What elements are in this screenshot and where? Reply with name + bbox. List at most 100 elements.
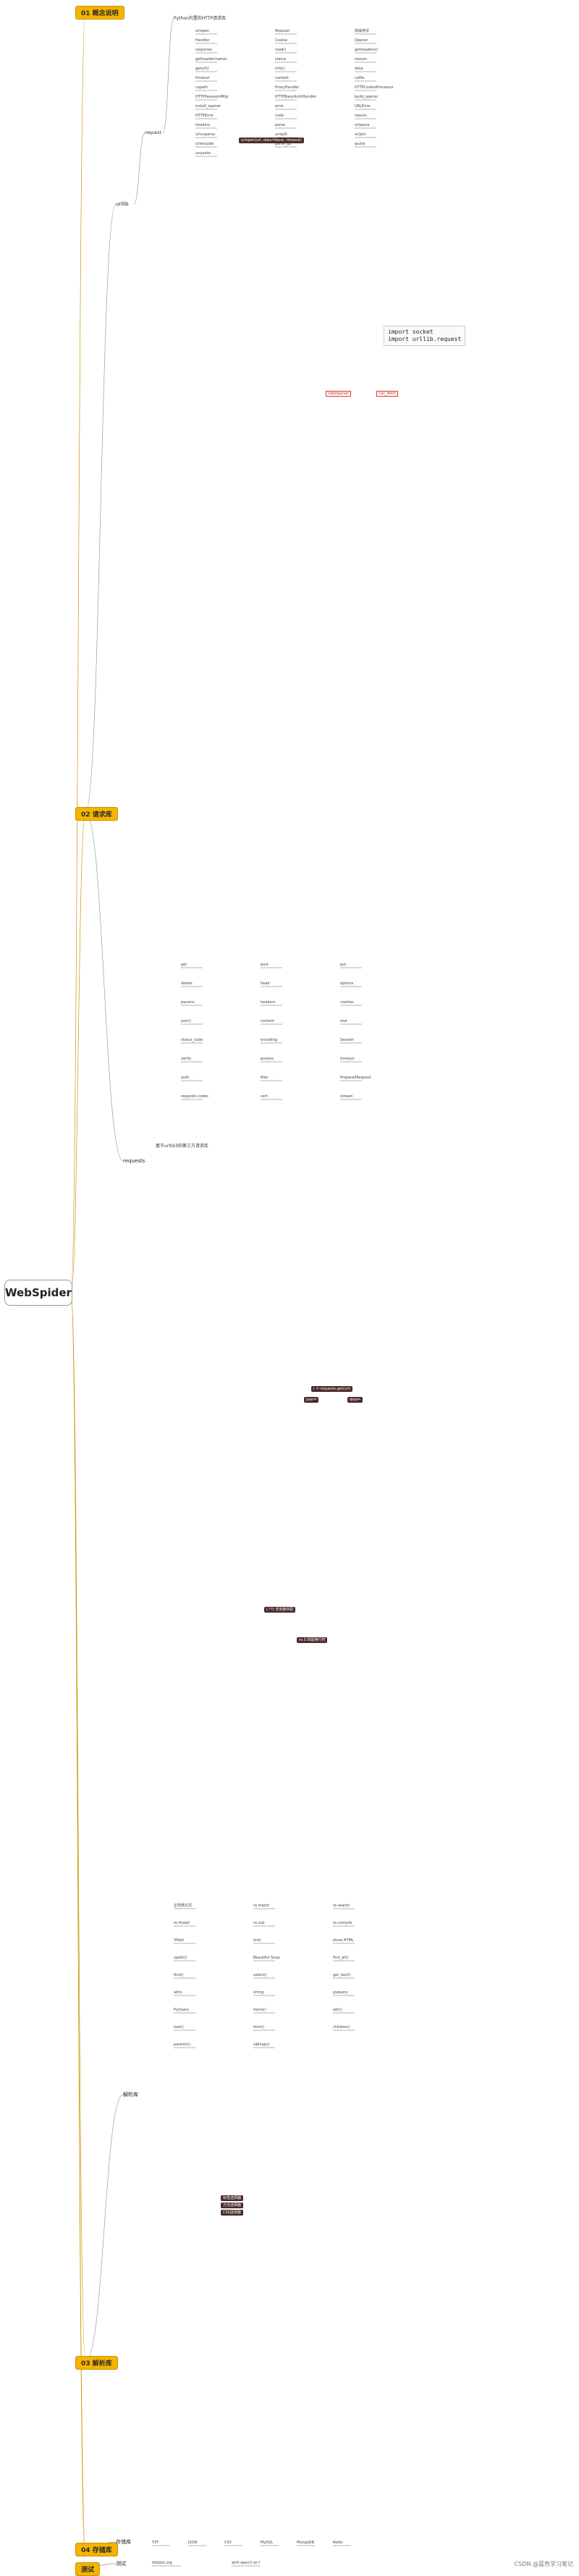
storage-item[interactable]: MySQL [261,2541,274,2545]
urllib-item[interactable]: getheaders() [355,48,379,52]
urllib-item[interactable]: parse_qs [275,142,292,146]
branch-b2[interactable]: 02 请求库 [75,807,118,821]
urllib-item[interactable]: response [195,48,212,52]
urllib-item[interactable]: urlencode [195,142,214,146]
urllib-dark-note[interactable]: urlopen(url, data=None, timeout) [239,138,304,143]
urllib-item[interactable]: Opener [355,38,368,43]
requests-item[interactable]: content [261,1019,275,1023]
branch-b1[interactable]: 01 概念说明 [75,6,124,20]
urllib-item[interactable]: 高级用法 [355,29,370,33]
requests-item[interactable]: cookies [340,1000,354,1005]
section-test-title[interactable]: 测试 [116,2561,126,2567]
parsing-item[interactable]: lxml [253,1938,261,1943]
urllib-item[interactable]: urlopen [195,29,210,33]
requests-dark-note[interactable]: json= [304,1397,319,1403]
requests-item[interactable]: status_code [181,1038,203,1042]
requests-item[interactable]: verify [181,1057,192,1061]
urllib-item[interactable]: timeout [195,76,210,80]
urllib-item[interactable]: HTTPError [195,114,214,118]
parsing-item[interactable]: re.search [333,1904,350,1908]
urllib-item[interactable]: HTTPBasicAuthHandler [275,95,317,99]
urllib-code-block[interactable]: import socket import urllib.request [384,326,466,346]
storage-item[interactable]: MongoDB [297,2541,315,2545]
requests-item[interactable]: stream [340,1094,353,1099]
parsing-item[interactable]: find_all() [333,1956,349,1960]
urllib-item[interactable]: ProxyHandler [275,85,300,90]
urllib-item[interactable]: reason [355,57,367,62]
section-requests-title[interactable]: requests [123,1158,145,1164]
requests-item[interactable]: text [340,1019,347,1023]
requests-item[interactable]: json() [181,1019,192,1023]
branch-b5[interactable]: 测试 [75,2562,101,2576]
urllib-item[interactable]: HTTPPasswordMgr [195,95,229,99]
requests-item[interactable]: PreparedRequest [340,1076,371,1080]
requests-item[interactable]: auth [181,1076,190,1080]
urllib-item[interactable]: capath [195,85,208,90]
parsing-item[interactable]: re.findall [174,1921,190,1925]
requests-item[interactable]: proxies [261,1057,274,1061]
urllib-item[interactable]: HTTPCookieProcessor [355,85,394,90]
section-storage-title[interactable]: 存储库 [116,2539,131,2545]
branch-b3[interactable]: 03 解析库 [75,2356,118,2370]
parsing-item[interactable]: text() [174,2025,184,2030]
urllib-can-fetch[interactable]: can_fetch [376,391,399,397]
urllib-item[interactable]: reason [355,114,367,118]
parsing-item[interactable]: PyQuery [174,2008,190,2012]
requests-item[interactable]: delete [181,981,193,986]
urllib-item[interactable]: urlparse [355,123,370,127]
storage-item[interactable]: Redis [333,2541,343,2545]
requests-item[interactable]: head [261,981,270,986]
parsing-dark-note[interactable]: re.S 匹配换行符 [297,1637,328,1643]
urllib-item[interactable]: status [275,57,287,62]
parsing-item[interactable]: re.compile [333,1921,352,1925]
parsing-item[interactable]: get_text() [333,1973,351,1977]
storage-item[interactable]: JSON [188,2541,198,2545]
requests-intro[interactable]: 基于urllib3的第三方请求库 [156,1144,208,1149]
parsing-dark-note[interactable]: (.*?) 非贪婪匹配 [264,1607,296,1613]
parsing-item[interactable]: children() [333,2025,350,2030]
requests-item[interactable]: options [340,981,354,986]
urllib-item[interactable]: code [275,114,284,118]
parsing-item[interactable]: items() [253,2008,266,2012]
urllib-item[interactable]: Handler [195,38,210,43]
section-parsing-title[interactable]: 解析库 [123,2092,138,2098]
parsing-item[interactable]: Beautiful Soup [253,1956,280,1960]
urllib-item[interactable]: Cookie [275,38,287,43]
parsing-item[interactable]: parents() [174,2043,190,2047]
parsing-dark-note[interactable]: 方法选择器 [221,2203,244,2208]
urllib-item[interactable]: headers [195,123,211,127]
requests-item[interactable]: headers [261,1000,276,1005]
requests-item[interactable]: files [261,1076,269,1080]
parsing-dark-note[interactable]: 标签选择器 [221,2195,244,2201]
branch-b4[interactable]: 04 存储库 [75,2543,118,2556]
storage-item[interactable]: TXT [152,2541,159,2545]
parsing-item[interactable]: attrs [174,1990,182,1995]
parsing-item[interactable]: 正则表达式 [174,1904,193,1908]
urllib-item[interactable]: context [275,76,289,80]
parsing-item[interactable]: find() [174,1973,184,1977]
parsing-item[interactable]: XPath [174,1938,185,1943]
urllib-item[interactable]: unquote [195,151,211,156]
urllib-intro[interactable]: Python内置的HTTP请求库 [174,16,227,21]
requests-item[interactable]: cert [261,1094,268,1099]
parsing-item[interactable]: string [253,1990,264,1995]
parsing-item[interactable]: html() [253,2025,265,2030]
parsing-item[interactable]: select() [253,1973,267,1977]
urllib-item[interactable]: build_opener [355,95,379,99]
urllib-item[interactable]: data [355,67,363,71]
requests-dark-note[interactable]: data= [347,1397,363,1403]
urllib-item[interactable]: parse [275,123,285,127]
parsing-item[interactable]: xpath() [174,1956,187,1960]
section-urllib-title[interactable]: urllib [116,201,129,207]
urllib-request[interactable]: request [145,130,161,135]
storage-item[interactable]: CSV [224,2541,232,2545]
root-node[interactable]: WebSpider [4,1280,72,1306]
requests-item[interactable]: put [340,963,347,967]
requests-item[interactable]: requests.codes [181,1094,208,1099]
requests-item[interactable]: params [181,1000,195,1005]
urllib-item[interactable]: read() [275,48,287,52]
urllib-item[interactable]: Request [275,29,290,33]
urllib-item[interactable]: urlunparse [195,132,215,137]
urllib-item[interactable]: urlsplit [275,132,288,137]
parsing-item[interactable]: siblings() [253,2043,270,2047]
